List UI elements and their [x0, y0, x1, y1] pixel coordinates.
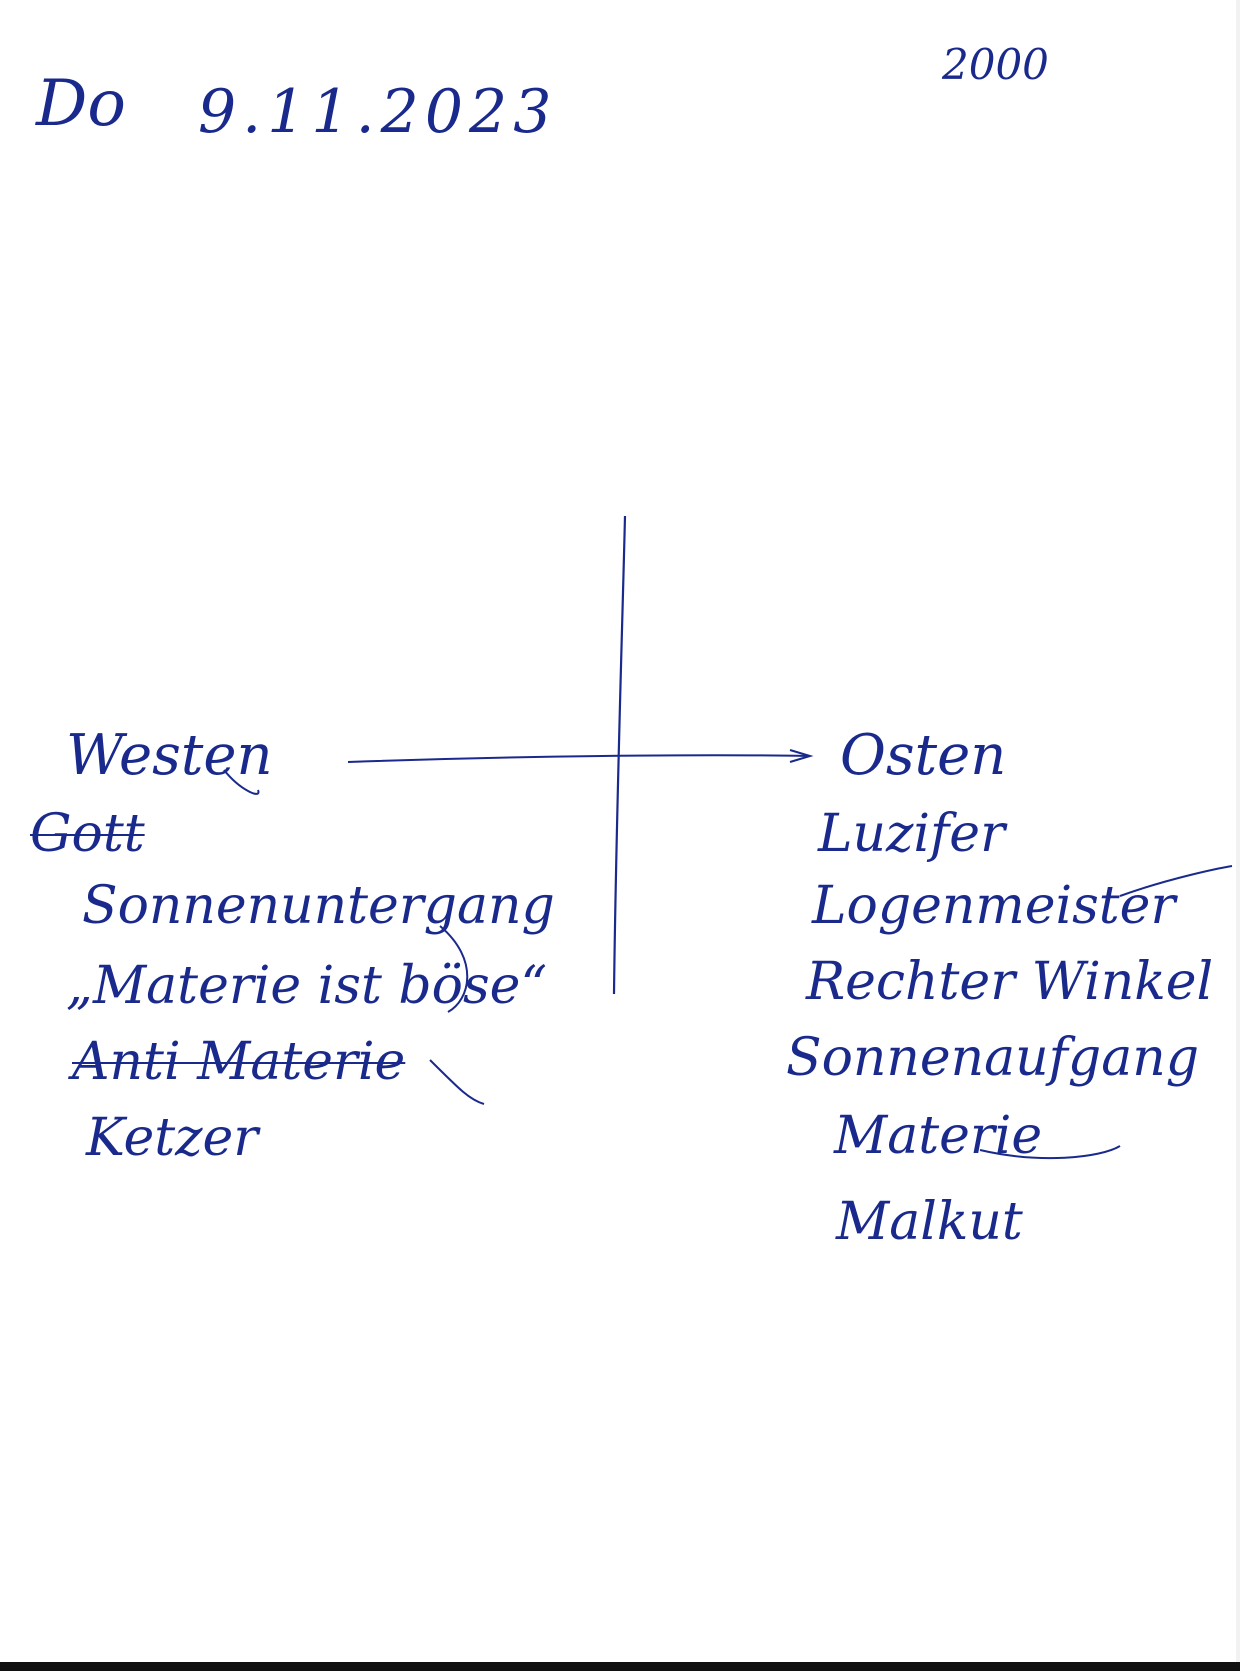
horizontal-arrow-line — [347, 754, 809, 763]
east-title: Osten — [840, 723, 1007, 788]
east-item-logenmeister: Logenmeister — [812, 876, 1176, 936]
west-item-sonnenuntergang: Sonnenuntergang — [82, 876, 555, 936]
vertical-line — [612, 515, 627, 995]
date-weekday: Do — [36, 67, 126, 141]
west-item-materie-ist-boese: „Materie ist böse“ — [66, 956, 548, 1016]
top-right-number: 2000 — [942, 40, 1049, 89]
scan-right-edge — [1236, 0, 1240, 1671]
scan-bottom-edge — [0, 1662, 1240, 1671]
west-title: Westen — [66, 723, 273, 788]
east-item-luzifer: Luzifer — [818, 804, 1005, 864]
east-item-malkut: Malkut — [836, 1192, 1023, 1252]
west-item-ketzer: Ketzer — [86, 1108, 259, 1168]
east-item-sonnenaufgang: Sonnenaufgang — [786, 1028, 1199, 1088]
east-item-materie: Materie — [834, 1106, 1043, 1166]
west-item-gott: Gott — [30, 804, 145, 864]
east-item-rechter-winkel: Rechter Winkel — [806, 952, 1214, 1012]
date-value: 9.11.2023 — [198, 77, 558, 147]
west-item-anti-materie: Anti Materie — [72, 1032, 406, 1092]
arrow-head-east — [789, 749, 814, 763]
